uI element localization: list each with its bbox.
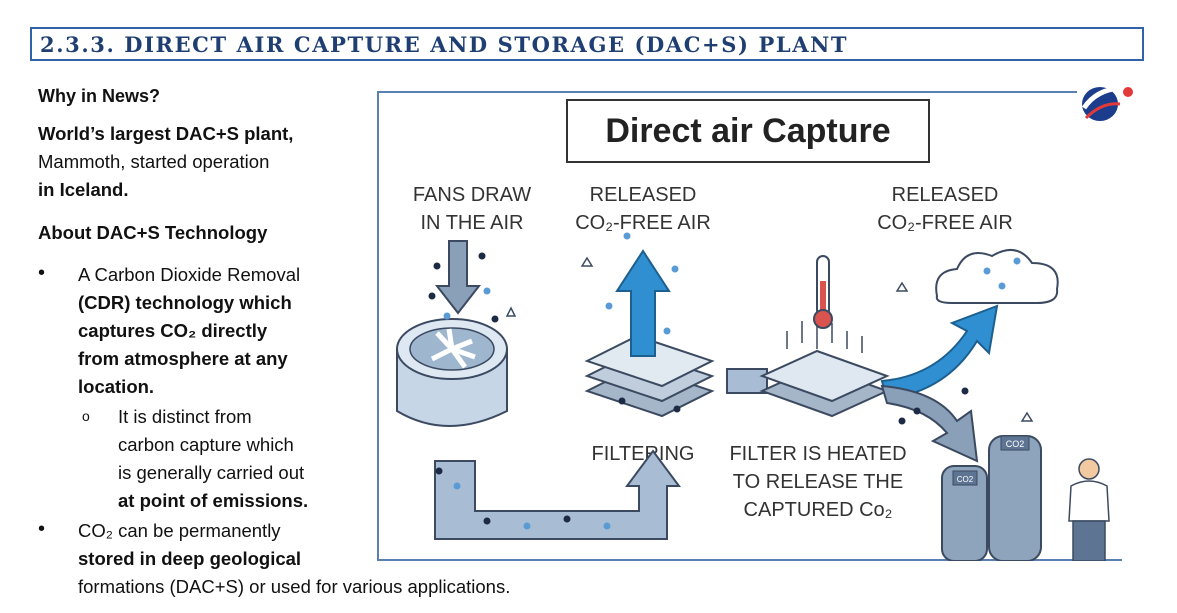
- bullet-1-line-1: A Carbon Dioxide Removal: [78, 264, 301, 285]
- label-filtering: FILTERING: [591, 443, 695, 465]
- bullet-1-line-2: (CDR) technology which: [78, 292, 292, 313]
- tank-small-label: CO2: [957, 475, 974, 484]
- diagram-top-border: [377, 91, 1077, 93]
- filter-stack-icon: [584, 334, 715, 418]
- worker-person-icon: [1068, 458, 1110, 561]
- news-line-2: Mammoth, started operation: [38, 148, 352, 176]
- bullet-2-line-3: formations (DAC+S) or used for various a…: [78, 576, 511, 597]
- news-line-2-text: Mammoth, started operation: [38, 151, 270, 172]
- news-line-1: World’s largest DAC+S plant,: [38, 123, 294, 144]
- clean-air-cloud-icon: [935, 248, 1059, 304]
- bullet-2-line-1: CO₂ can be permanently: [78, 520, 281, 541]
- thermometer-icon: [813, 255, 833, 329]
- label-released-2-line-1: RELEASED: [891, 184, 999, 206]
- bullet-1-line-3: captures CO₂ directly: [78, 320, 268, 341]
- duct-pipe-icon: [434, 449, 681, 540]
- co2-tanks-icon: CO2 CO2: [941, 435, 1042, 561]
- dac-illustration: CO2 CO2: [396, 232, 1110, 561]
- diagram-title-box: Direct air Capture: [566, 99, 930, 163]
- label-heated-line-1: FILTER IS HEATED: [729, 443, 907, 465]
- sub-bullet-line-2: carbon capture which: [118, 434, 294, 455]
- logo-icon: [1081, 85, 1133, 121]
- sub-bullet-line-4: at point of emissions.: [118, 490, 309, 511]
- heated-filter-icon: [759, 321, 890, 418]
- about-heading: About DAC+S Technology: [38, 222, 268, 243]
- news-line-3: in Iceland.: [38, 179, 129, 200]
- connector-pipe-icon: [726, 368, 768, 394]
- fan-icon: [396, 318, 508, 427]
- label-released-2: RELEASED CO₂-FREE AIR: [870, 181, 1020, 237]
- section-title: 2.3.3. DIRECT AIR CAPTURE AND STORAGE (D…: [40, 32, 849, 57]
- released-air-arrow-icon: [615, 249, 671, 357]
- section-header: 2.3.3. DIRECT AIR CAPTURE AND STORAGE (D…: [30, 27, 1144, 61]
- label-filter-heated: FILTER IS HEATED TO RELEASE THE CAPTURED…: [728, 440, 908, 524]
- bullet-2-line-2: stored in deep geological: [78, 548, 302, 569]
- label-heated-line-2: TO RELEASE THE: [732, 471, 904, 493]
- label-released-1: RELEASED CO₂-FREE AIR: [568, 181, 718, 237]
- sub-bullet-circle: o: [82, 408, 90, 424]
- sub-bullet-line-1: It is distinct from: [118, 406, 252, 427]
- label-released-2-line-2: CO₂-FREE AIR: [877, 212, 1013, 234]
- tank-large-label: CO2: [1006, 439, 1025, 449]
- why-in-news-heading: Why in News?: [38, 86, 161, 106]
- label-released-1-line-2: CO₂-FREE AIR: [575, 212, 711, 234]
- bullet-dot-1: •: [38, 262, 46, 284]
- label-released-1-line-1: RELEASED: [589, 184, 697, 206]
- bullet-dot-2: •: [38, 518, 46, 540]
- label-fans-draw: FANS DRAW IN THE AIR: [404, 181, 540, 237]
- split-arrow-down-icon: [880, 384, 979, 463]
- diagram-frame: [377, 91, 1122, 561]
- bullet-1-line-4: from atmosphere at any: [78, 348, 288, 369]
- co2-molecule-dots: [428, 232, 1021, 530]
- label-fans-line-2: IN THE AIR: [420, 212, 524, 234]
- diagram-title: Direct air Capture: [605, 112, 891, 150]
- label-fans-line-1: FANS DRAW: [412, 184, 532, 206]
- sub-bullet-line-3: is generally carried out: [118, 462, 305, 483]
- bullet-1-line-5: location.: [78, 376, 155, 397]
- intake-arrow-icon: [434, 240, 482, 315]
- label-heated-line-3: CAPTURED Co₂: [743, 499, 893, 521]
- sparkle-icon: [505, 256, 1034, 422]
- split-arrow-up-icon: [880, 304, 999, 401]
